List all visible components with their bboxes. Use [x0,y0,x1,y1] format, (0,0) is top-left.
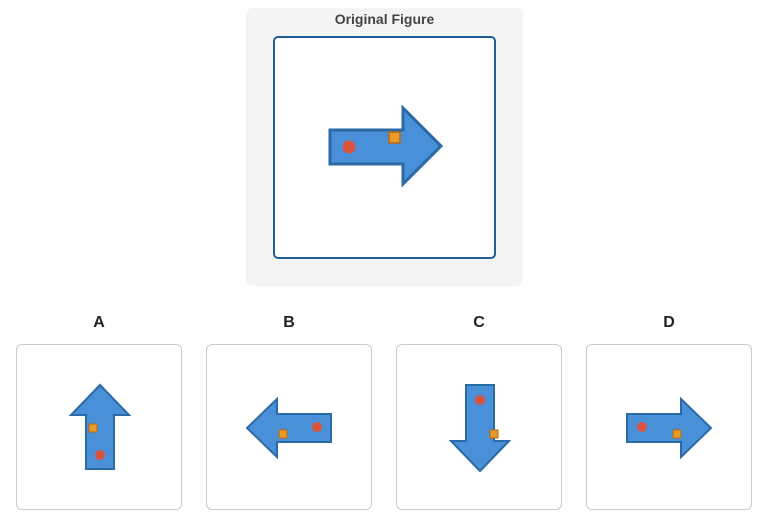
original-arrow-figure [328,104,444,188]
arrow-shape [245,396,332,460]
red-circle-marker [95,450,105,460]
arrow-shape [448,384,512,473]
red-circle-marker [475,395,485,405]
orange-square-marker [388,131,401,144]
orange-square-marker [672,429,682,439]
orange-square-marker [278,429,288,439]
option-label-c: C [473,314,485,331]
arrow-shape [328,104,444,188]
option-c-arrow-figure [448,384,512,473]
option-b-arrow-figure [245,396,332,460]
red-circle-marker [312,422,322,432]
option-d-arrow-figure [626,396,713,460]
arrow-shape [626,396,713,460]
option-card-c[interactable] [396,344,562,510]
original-figure-title: Original Figure [334,11,435,27]
red-circle-marker [637,422,647,432]
original-figure-panel: Original Figure [246,8,523,286]
option-card-a[interactable] [16,344,182,510]
option-label-a: A [93,314,105,331]
option-a-arrow-figure [68,383,132,470]
original-figure-frame [273,36,496,259]
option-label-d: D [663,314,675,331]
option-label-b: B [283,314,295,331]
orange-square-marker [88,423,98,433]
red-circle-marker [342,140,356,154]
orange-square-marker [489,429,499,439]
arrow-shape [68,383,132,470]
option-card-b[interactable] [206,344,372,510]
option-card-d[interactable] [586,344,752,510]
